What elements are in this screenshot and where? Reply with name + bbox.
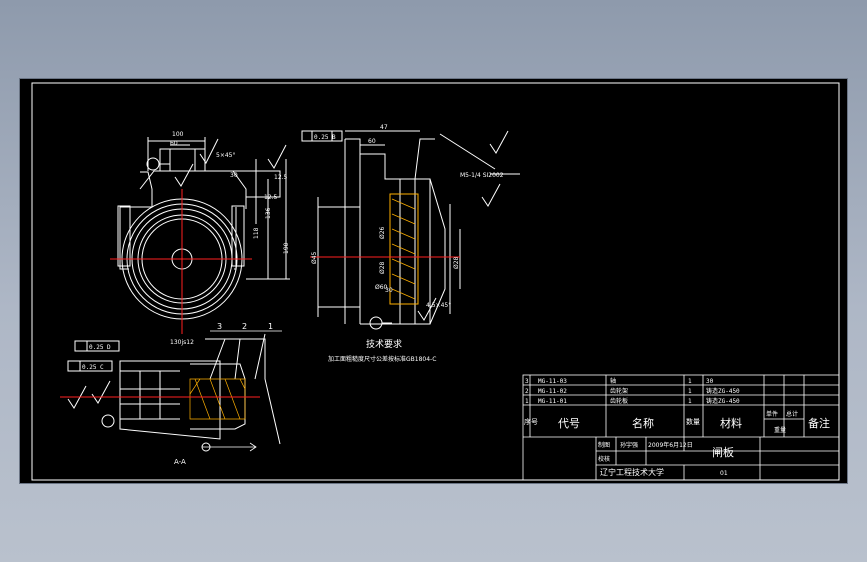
- section-hatch: [189, 378, 246, 420]
- drawing-label: 备注: [808, 416, 830, 430]
- drawing-label: 0.25 C: [82, 364, 104, 371]
- datum-a: [369, 316, 392, 330]
- drawing-label: 1: [525, 398, 529, 405]
- front-view-centerlines: [110, 189, 252, 334]
- drawing-label: 118: [253, 227, 260, 239]
- drawing-label: 190: [283, 242, 290, 254]
- drawing-label: 1: [268, 322, 273, 331]
- drawing-label: 铸造ZG-450: [706, 397, 740, 405]
- drawing-label: 辽宁工程技术大学: [600, 467, 664, 477]
- drawing-label: MG-11-02: [538, 388, 567, 395]
- cad-drawing: 100 60 5×45° 12.5 30 12.5 118 190 136 47: [31, 82, 840, 481]
- drawing-label: MG-11-03: [538, 378, 567, 385]
- drawing-label: 0.25 D: [89, 344, 111, 351]
- drawing-label: Ø45: [311, 251, 318, 264]
- section-label: A-A: [174, 458, 186, 466]
- drawing-label: 12.5: [264, 194, 278, 201]
- drawing-label: 100: [172, 131, 184, 138]
- drawing-label: 材料: [720, 416, 742, 430]
- drawing-label: 序号: [524, 417, 538, 426]
- section-view: [67, 333, 281, 452]
- drawing-label: Ø60: [375, 284, 388, 291]
- drawing-label: 名称: [632, 416, 654, 430]
- drawing-label: 铸造ZG-450: [706, 387, 740, 395]
- title-block: [522, 374, 840, 481]
- drawing-label: Ø28: [453, 256, 460, 269]
- front-view: [117, 137, 290, 320]
- drawing-label: 代号: [558, 417, 580, 430]
- drawing-label: MG-11-01: [538, 398, 567, 405]
- drawing-label: 轴: [610, 377, 616, 385]
- drawing-label: 齿轮架: [610, 387, 628, 395]
- side-view-dims: 47 60 Ø26 Ø28 30 Ø45 Ø28 Ø60 4.5×45° M5-…: [311, 124, 504, 309]
- drawing-label: 3: [525, 378, 529, 385]
- drawing-label: 齿轮板: [610, 397, 628, 405]
- drawing-label: 孙宇强: [620, 441, 638, 449]
- tech-req-title: 技术要求: [366, 338, 402, 350]
- drawing-sheet: 100 60 5×45° 12.5 30 12.5 118 190 136 47: [20, 79, 847, 483]
- side-view: [317, 130, 520, 325]
- drawing-label: 单件: [766, 410, 778, 418]
- title-block-rows: 3 MG-11-03 轴 1 30 2 MG-11-02 齿轮架 1 铸造ZG-…: [525, 377, 740, 405]
- drawing-label: 5×45°: [216, 152, 235, 159]
- drawing-label: 1: [688, 378, 692, 385]
- drawing-label: 0.25 B: [314, 134, 336, 141]
- tech-req-note: 加工面粗糙度尺寸公差按标准GB1804-C: [328, 355, 436, 363]
- drawing-label: 4.5×45°: [426, 302, 451, 309]
- title-block-header: 序号 代号 名称 数量 材料 单件 总计 重量 备注: [524, 410, 830, 434]
- drawing-label: 2009年6月12日: [648, 441, 693, 449]
- drawing-label: Ø26: [379, 226, 386, 239]
- drawing-label: 总计: [786, 410, 798, 418]
- drawing-label: 1: [688, 398, 692, 405]
- drawing-label: 01: [720, 470, 728, 477]
- drawing-label: 136: [265, 207, 272, 219]
- drawing-label: 制图: [598, 441, 610, 449]
- title-block-info: 制图 孙宇强 2009年6月12日 校核 闸板 辽宁工程技术大学 01: [598, 441, 734, 477]
- section-balloons: 3 2 1: [217, 322, 273, 331]
- drawing-label: 2: [242, 322, 247, 331]
- drawing-label: 3: [217, 322, 222, 331]
- drawing-label: 30: [230, 172, 238, 179]
- drawing-label: 130js12: [170, 339, 194, 346]
- front-view-dims: 100 60 5×45° 12.5 30 12.5 118 190 136: [170, 131, 290, 254]
- drawing-label: 60: [170, 140, 178, 147]
- tolerance-frame-top: [301, 130, 343, 142]
- drawing-label: Ø28: [379, 261, 386, 274]
- drawing-title: 闸板: [712, 445, 734, 459]
- drawing-label: 30: [385, 287, 393, 294]
- drawing-label: 47: [380, 124, 388, 131]
- drawing-label: M5-1/4 SI2002: [460, 172, 504, 179]
- drawing-label: 30: [706, 378, 714, 385]
- drawing-label: 60: [368, 138, 376, 145]
- drawing-label: 校核: [598, 455, 610, 463]
- drawing-label: 12.5: [274, 174, 288, 181]
- sheet-border: [31, 82, 840, 481]
- drawing-label: 1: [688, 388, 692, 395]
- drawing-label: 数量: [686, 417, 700, 426]
- drawing-label: 重量: [774, 426, 786, 434]
- drawing-label: 2: [525, 388, 529, 395]
